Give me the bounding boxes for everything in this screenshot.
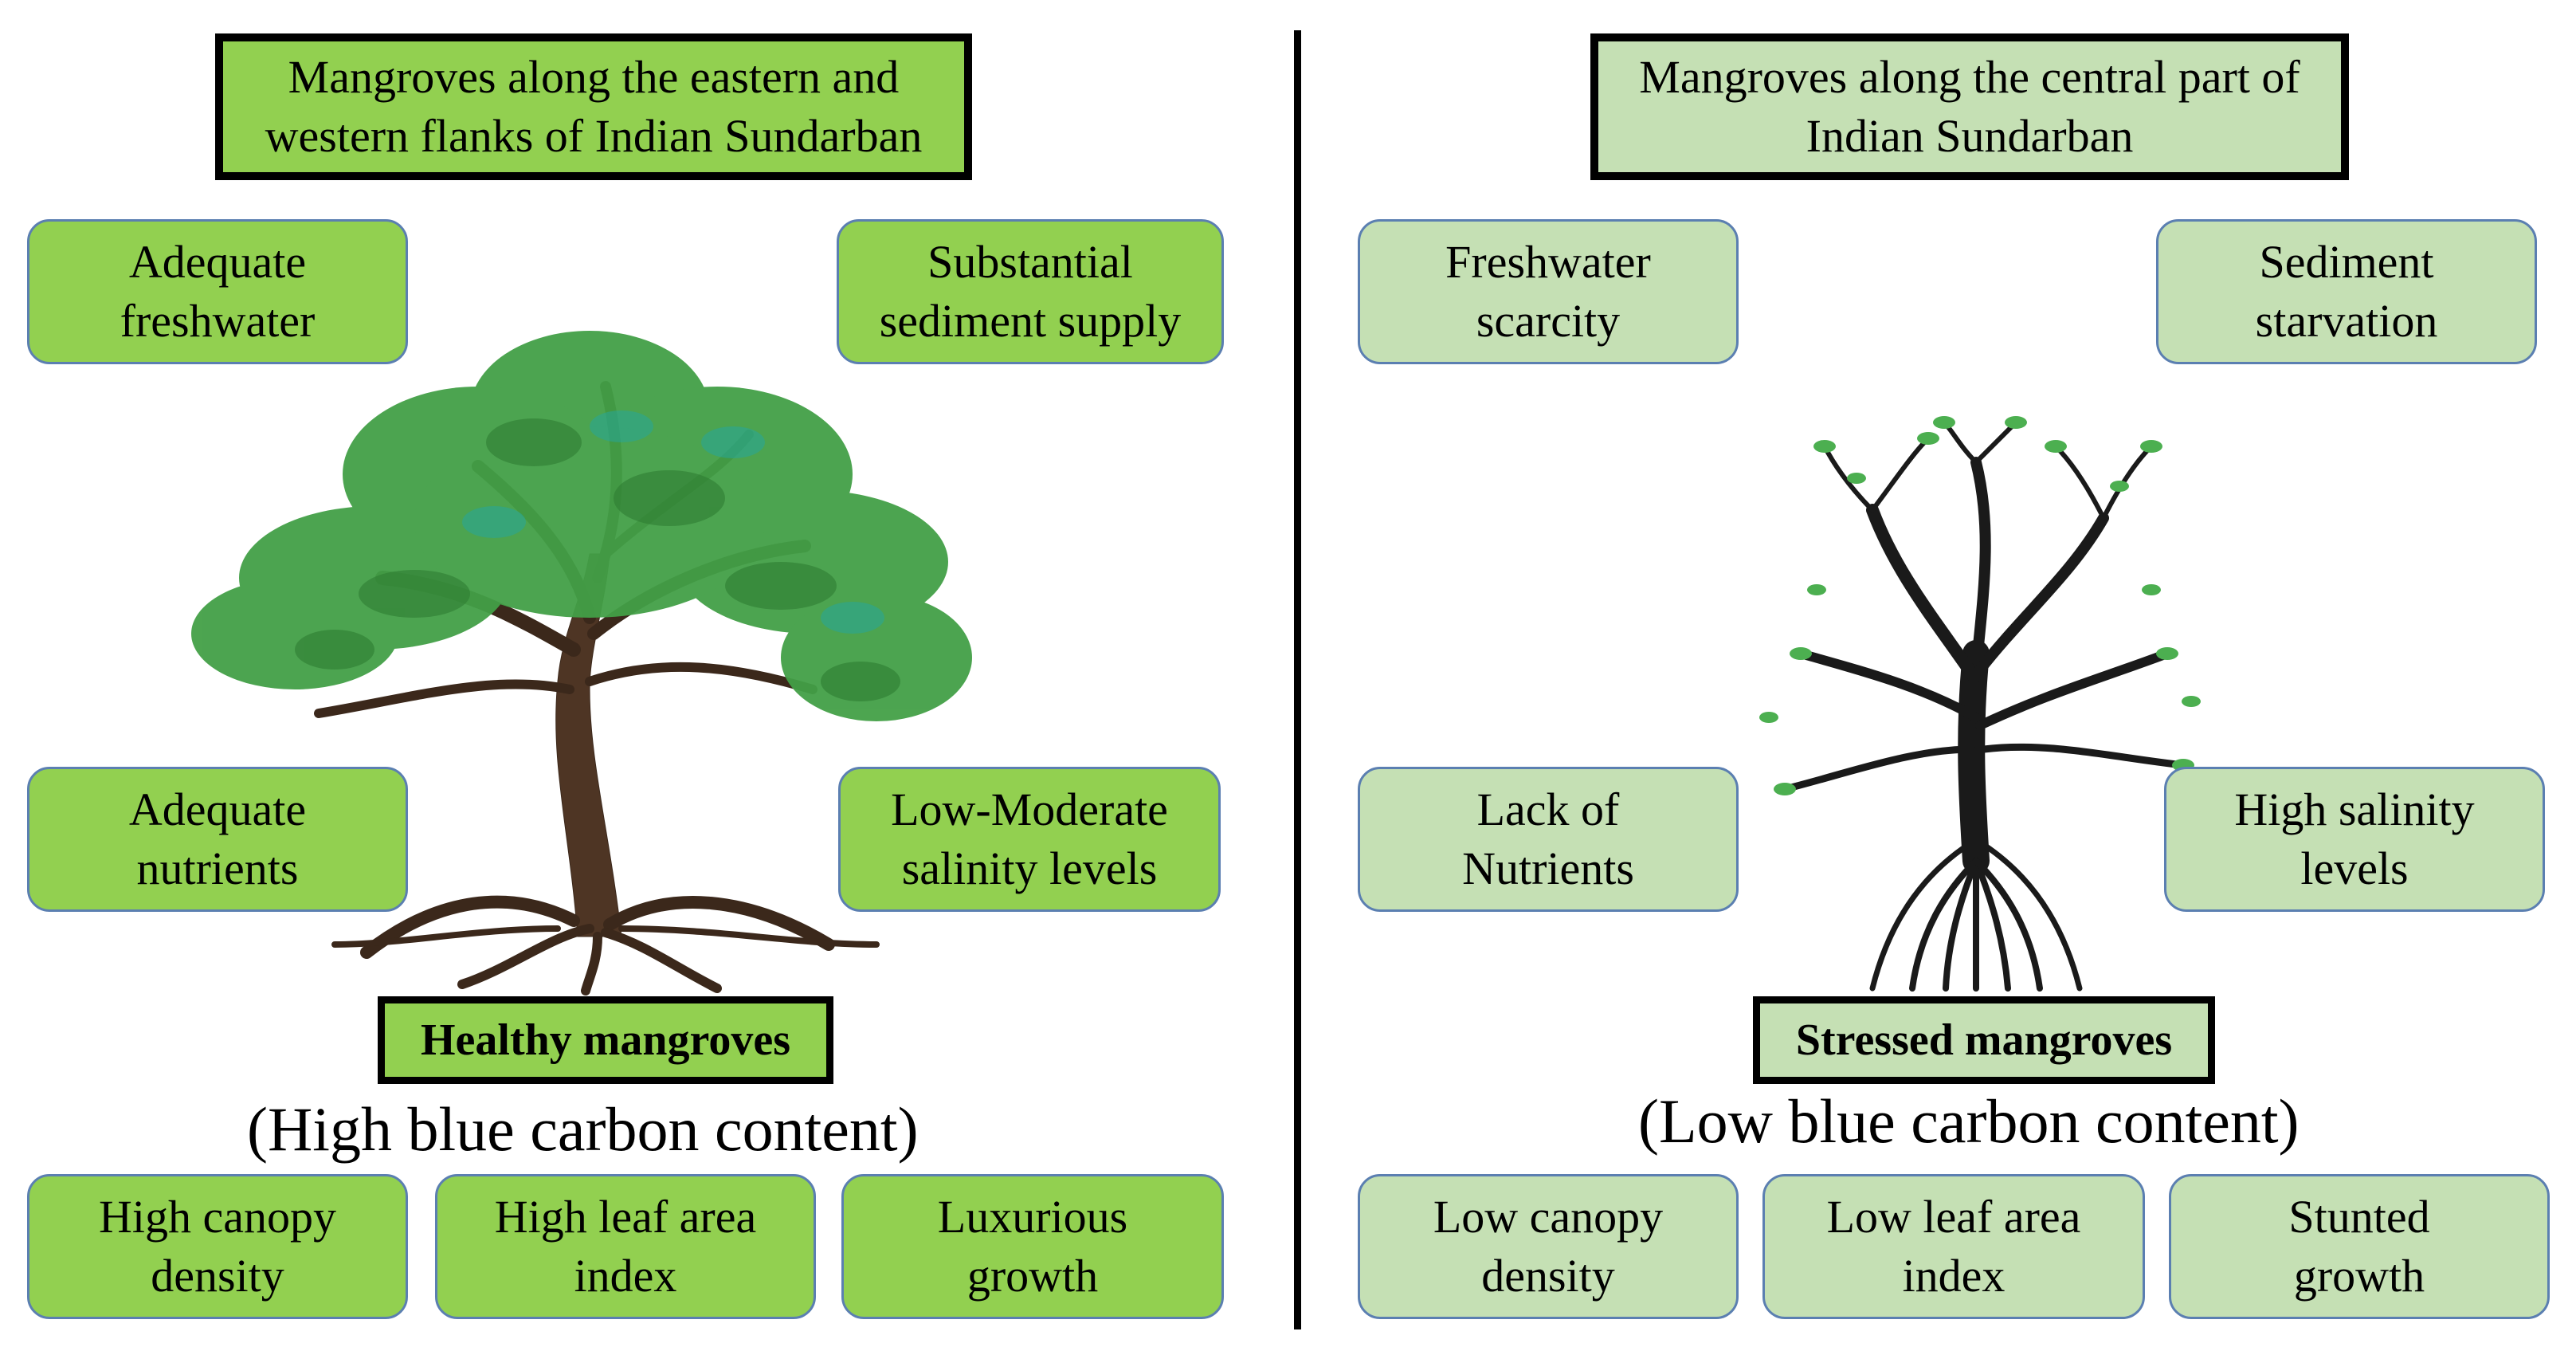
factor-lack-of-nutrients: Lack of Nutrients xyxy=(1358,767,1739,912)
factor-adequate-freshwater: Adequate freshwater xyxy=(27,219,408,364)
factor-freshwater-scarcity: Freshwater scarcity xyxy=(1358,219,1739,364)
outcome-canopy-density: Low canopy density xyxy=(1358,1174,1739,1319)
factor-salinity-high: High salinity levels xyxy=(2164,767,2545,912)
factor-sediment-starvation: Sediment starvation xyxy=(2156,219,2537,364)
factor-sediment-supply: Substantial sediment supply xyxy=(837,219,1224,364)
low-carbon-caption: (Low blue carbon content) xyxy=(1638,1086,2300,1156)
outcome-canopy-density: High canopy density xyxy=(27,1174,408,1319)
healthy-panel: Mangroves along the eastern and western … xyxy=(27,33,1224,1319)
healthy-tree-icon xyxy=(191,331,972,996)
stressed-mangroves-label: Stressed mangroves xyxy=(1753,996,2215,1084)
high-carbon-caption: (High blue carbon content) xyxy=(247,1094,919,1164)
outcome-growth: Luxurious growth xyxy=(841,1174,1224,1319)
factor-adequate-nutrients: Adequate nutrients xyxy=(27,767,408,912)
outcome-leaf-area-index: Low leaf area index xyxy=(1762,1174,2145,1319)
stressed-leaves xyxy=(1759,416,2201,795)
stressed-panel: Mangroves along the central part of Indi… xyxy=(1307,0,2576,1351)
panel-divider xyxy=(1294,30,1301,1329)
factor-salinity-low-moderate: Low-Moderate salinity levels xyxy=(838,767,1221,912)
stressed-tree-icon xyxy=(1759,416,2201,992)
stressed-region-title: Mangroves along the central part of Indi… xyxy=(1590,33,2349,180)
outcome-growth: Stunted growth xyxy=(2169,1174,2550,1319)
outcome-leaf-area-index: High leaf area index xyxy=(435,1174,816,1319)
healthy-region-title: Mangroves along the eastern and western … xyxy=(215,33,972,180)
healthy-mangroves-label: Healthy mangroves xyxy=(378,996,833,1084)
